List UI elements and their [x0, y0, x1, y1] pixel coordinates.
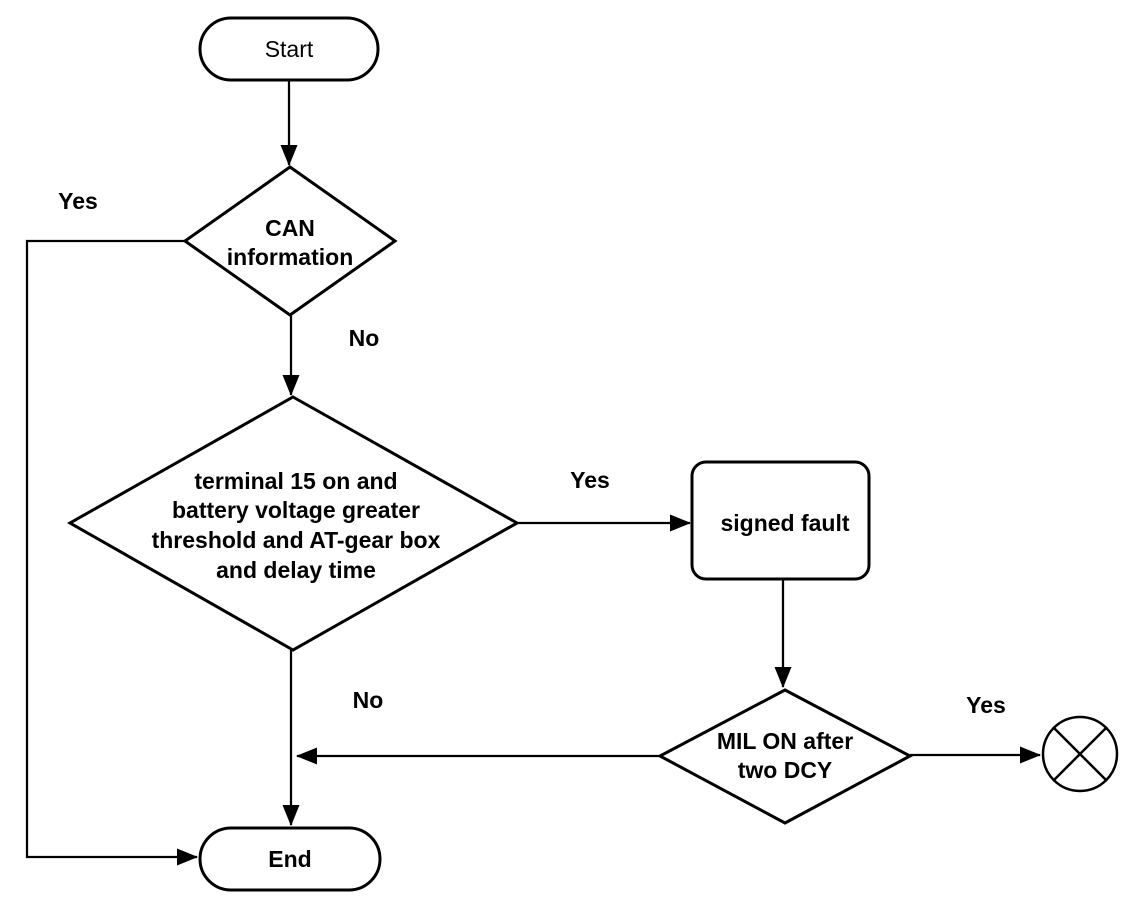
can-decision-line2: information: [227, 244, 354, 270]
mil-decision-line1: MIL ON after: [717, 728, 853, 754]
edge-labels: Yes No Yes No Yes: [58, 188, 1006, 718]
node-can-decision: CAN information: [182, 165, 398, 317]
conditions-decision-shape: [66, 395, 521, 652]
edge-label-can-no: No: [349, 325, 380, 351]
end-label: End: [268, 846, 311, 872]
conditions-line3: threshold and AT-gear box: [152, 527, 441, 553]
conditions-line1: terminal 15 on and: [194, 468, 397, 494]
edge-label-conditions-yes: Yes: [570, 467, 610, 493]
can-decision-line1: CAN: [265, 215, 315, 241]
end-terminator-shape: [198, 826, 382, 892]
node-mil-decision: MIL ON after two DCY: [656, 688, 914, 825]
circled-x-diagonal-2: [1052, 726, 1108, 782]
start-label: Start: [265, 36, 314, 62]
edge-label-can-yes: Yes: [58, 188, 98, 214]
conditions-line4: and delay time: [216, 557, 376, 583]
node-signed-fault: signed fault: [690, 460, 871, 581]
edge-label-conditions-no: No: [353, 687, 384, 713]
node-end: End: [198, 826, 382, 892]
mil-decision-line2: two DCY: [738, 757, 833, 783]
start-terminator-shape: [198, 16, 380, 82]
edge-label-mil-yes: Yes: [966, 692, 1006, 718]
edge-can-yes-to-end: [25, 239, 198, 866]
node-offpage-connector: [1041, 715, 1119, 793]
node-conditions-decision: terminal 15 on and battery voltage great…: [66, 395, 521, 652]
edges: [25, 80, 1041, 866]
can-decision-shape: [182, 165, 398, 317]
signed-fault-shape: [690, 460, 871, 581]
mil-decision-shape: [656, 688, 914, 825]
node-start: Start: [198, 16, 380, 82]
signed-fault-label: signed fault: [720, 510, 849, 536]
conditions-line2: battery voltage greater: [172, 497, 420, 523]
